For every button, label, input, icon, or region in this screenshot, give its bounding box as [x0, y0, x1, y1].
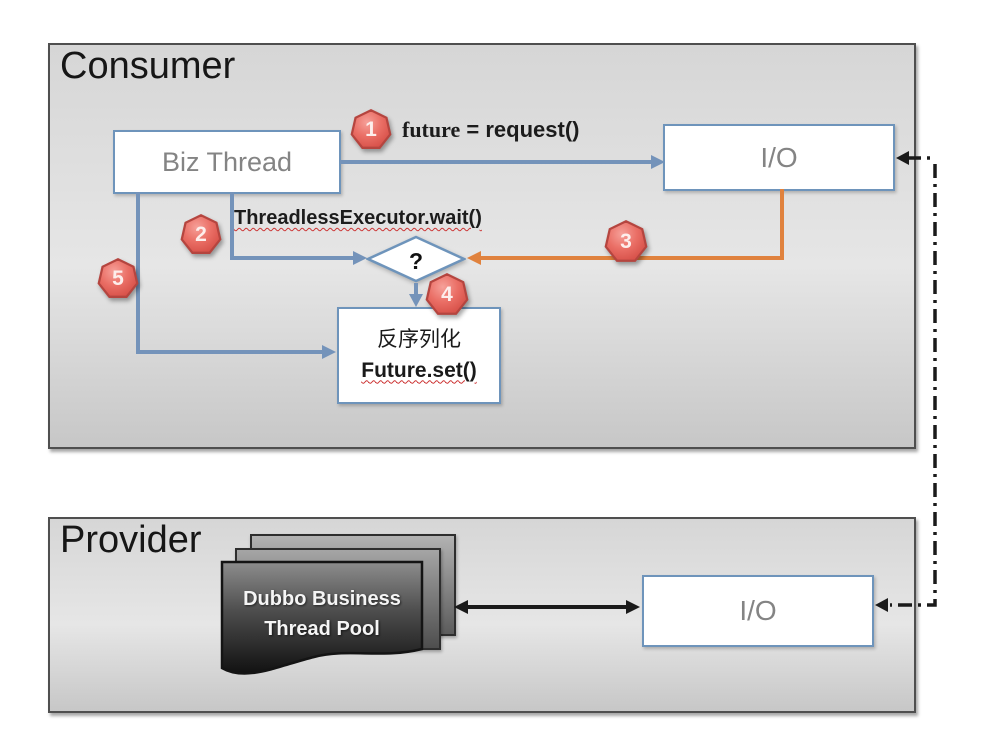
consumer-io-node: I/O	[663, 124, 895, 191]
question-mark: ?	[408, 247, 424, 274]
consumer-panel: Consumer Biz Thread I/O future = request…	[48, 43, 916, 449]
step2-label: ThreadlessExecutor.wait()	[234, 207, 482, 229]
deserialize-node: 反序列化 Future.set()	[337, 307, 501, 404]
arrow-response-vertical	[780, 189, 784, 258]
decision-diamond: ?	[366, 235, 466, 283]
arrow-set-vertical	[414, 283, 418, 295]
arrow-response-head	[467, 251, 481, 265]
pool-io-arrow-line	[466, 605, 628, 609]
diamond-shape	[366, 235, 466, 283]
step-badge-1: 1	[350, 109, 392, 151]
thread-pool-shape	[220, 560, 424, 675]
step-badge-5: 5	[97, 258, 139, 300]
provider-panel: Provider Dubbo Business Thread Pool	[48, 517, 916, 713]
provider-io-label: I/O	[739, 595, 777, 626]
pool-io-arrow-left-head	[454, 600, 468, 614]
arrow-notify-head	[322, 345, 336, 359]
arrow-wait-line	[230, 256, 354, 260]
provider-title: Provider	[60, 519, 202, 561]
deserialize-line1: 反序列化	[377, 328, 461, 352]
step-badge-2: 2	[180, 214, 222, 256]
loopback-connector	[875, 151, 937, 612]
arrow-set-head	[409, 294, 423, 307]
arrow-request-line	[340, 160, 652, 164]
thread-pool-card-front: Dubbo Business Thread Pool	[220, 560, 424, 688]
provider-io-node: I/O	[642, 575, 874, 647]
step-badge-4: 4	[425, 273, 469, 317]
biz-thread-label: Biz Thread	[161, 146, 293, 177]
deserialize-line2: Future.set()	[361, 358, 477, 382]
arrow-wait-head	[353, 251, 367, 265]
pool-io-arrow-right-head	[626, 600, 640, 614]
arrow-request-head	[651, 155, 665, 169]
consumer-title: Consumer	[60, 45, 236, 87]
arrow-notify-vertical	[136, 192, 140, 354]
step1-rest: = request()	[466, 117, 580, 142]
arrow-wait-vertical	[230, 192, 234, 260]
thread-pool-label: Dubbo Business Thread Pool	[243, 588, 401, 640]
step1-label: future = request()	[402, 117, 579, 143]
arrow-notify-line	[136, 350, 323, 354]
biz-thread-node: Biz Thread	[113, 130, 341, 194]
step1-var: future	[402, 117, 461, 142]
consumer-io-label: I/O	[760, 141, 798, 173]
step-badge-3: 3	[604, 220, 648, 264]
